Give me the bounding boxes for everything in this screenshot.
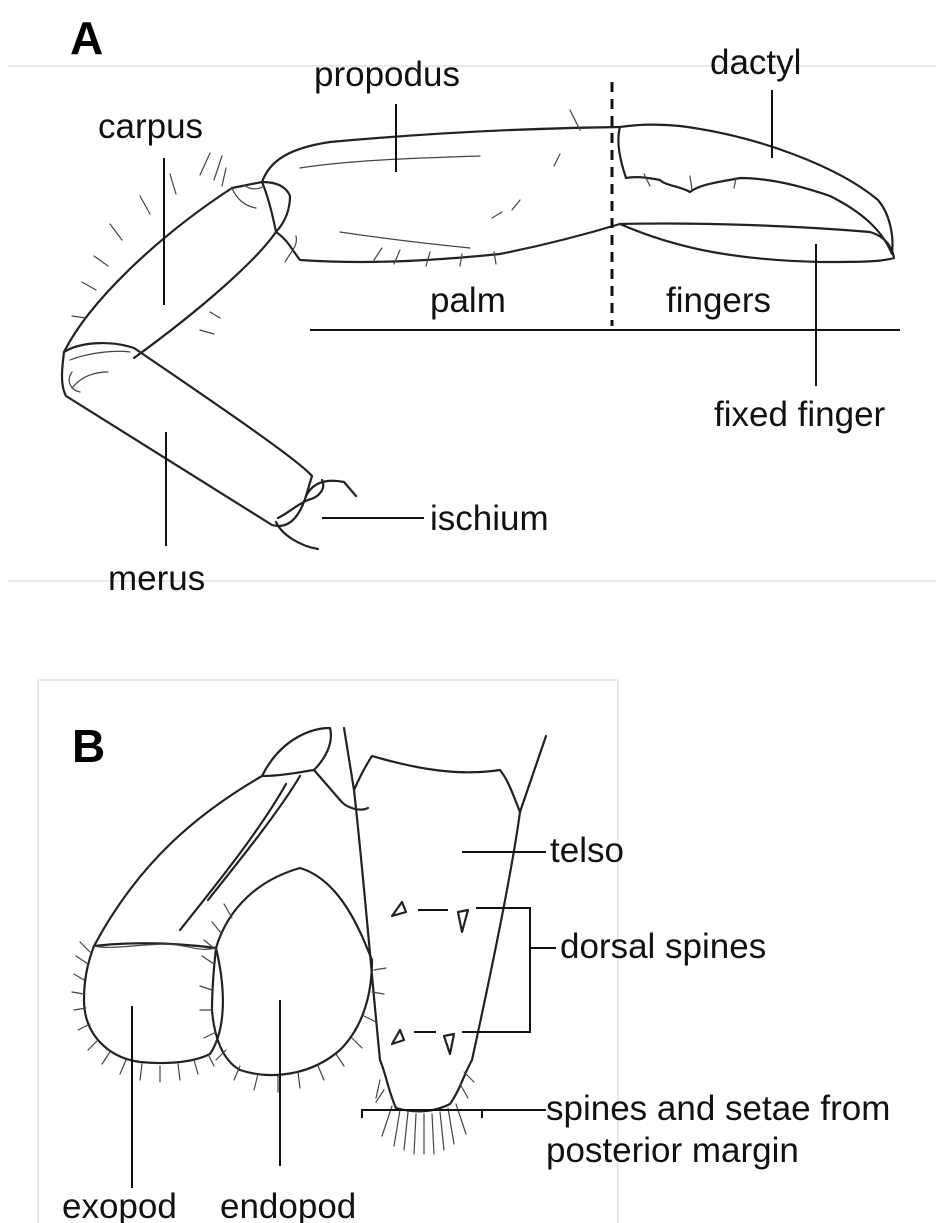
ischium-label: ischium [430,499,549,538]
endopod-label: endopod [220,1187,356,1223]
propodus-surface-lines [285,156,480,262]
dorsal-spine-1 [392,902,406,916]
telso-label: telso [550,831,624,870]
exopod-label: exopod [62,1187,177,1223]
merus-label: merus [108,559,205,598]
dorsal-spines-label: dorsal spines [560,927,766,966]
propodus-label: propodus [314,55,460,94]
panel-a: A [8,12,936,598]
carpus-label: carpus [98,107,203,146]
spines-setae-label-line2: posterior margin [546,1131,799,1170]
telson-posterior-setae [376,1072,474,1154]
uropod-base [94,770,368,946]
dactyl-label: dactyl [710,43,801,82]
telson [354,756,520,1111]
fixed-finger-label: fixed finger [714,395,886,434]
uropod-telson-drawing [72,728,546,1154]
panel-a-letter: A [70,12,103,64]
exopod-blade [84,943,223,1063]
protopod [262,728,331,776]
carpus-joint-detail [232,185,264,208]
merus-segment [62,343,312,526]
dorsal-spines-bracket [462,908,556,1032]
merus-joint-detail [69,351,130,392]
fingers-label: fingers [666,281,771,320]
panel-b: B [38,680,890,1223]
carpus-segment [64,182,276,358]
dorsal-spine-2 [458,910,468,932]
ischium-segment [276,480,356,549]
palm-label: palm [430,281,506,320]
propodus-segment [262,127,620,262]
dactyl-segment [618,125,892,254]
spines-setae-label-line1: spines and setae from [546,1089,890,1128]
fixed-finger-segment [620,223,894,262]
endopod-setae [200,904,386,1092]
panel-b-letter: B [72,720,105,772]
dorsal-spine-4 [444,1034,454,1054]
endopod-blade [212,868,372,1075]
dorsal-spine-3 [392,1030,404,1044]
